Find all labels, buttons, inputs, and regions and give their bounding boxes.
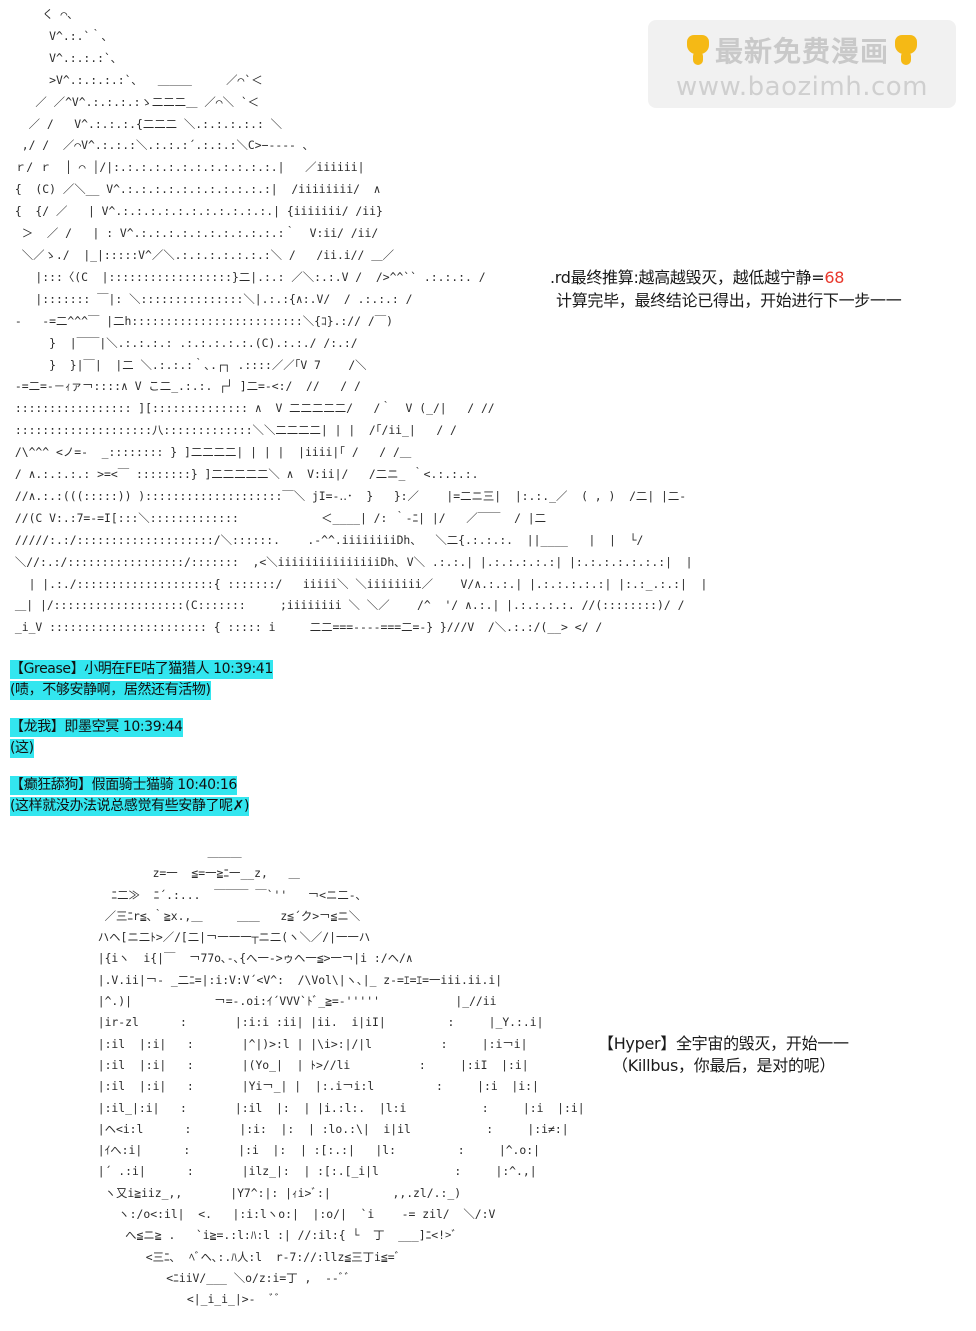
watermark: 最新免费漫画 www.baozimh.com: [648, 20, 956, 108]
watermark-title-row: 最新免费漫画: [648, 30, 956, 70]
narration-line-2: 计算完毕，最终结论已得出，开始进行下一步一一: [556, 291, 902, 310]
chat-body: (这样就没办法说总感觉有些安静了呢✗): [10, 797, 250, 816]
hyper-line-1: 【Hyper】全宇宙的毁灭，开始一一: [598, 1034, 849, 1053]
chat-message: 【龙我】即墨空冥 10:39:44 (这): [10, 716, 183, 758]
hyper-line-2: （Killbus，你最后，是对的呢）: [612, 1056, 836, 1075]
watermark-site: www.baozimh.com: [676, 72, 928, 102]
chat-header: 【龙我】即墨空冥 10:39:44: [10, 718, 183, 737]
robot-ascii-art: く ⌒､ V^.:.`｀､ V^.:.:.:`､ >V^.:.:.:.:`､ ＿…: [14, 7, 708, 635]
watermark-title: 最新免费漫画: [714, 35, 889, 68]
narration-line-1: .rd最终推算:越高越毁灭，越低越宁静=68: [550, 264, 844, 288]
narration-line-1-text: .rd最终推算:越高越毁灭，越低越宁静=: [550, 268, 825, 287]
chat-body: (这): [10, 739, 34, 758]
chat-header: 【癫狂舔狗】假面骑士猫骑 10:40:16: [10, 776, 237, 795]
chat-body: (啧，不够安静啊，居然还有活物): [10, 681, 211, 700]
chat-message: 【Grease】小明在FE咕了猫猎人 10:39:41 (啧，不够安静啊，居然还…: [10, 658, 273, 700]
chat-message: 【癫狂舔狗】假面骑士猫骑 10:40:16 (这样就没办法说总感觉有些安静了呢✗…: [10, 774, 249, 816]
can-ascii-art: ＿＿＿ z=一 ≦=一≧ﾆ一__z, ＿ ﾆ二≫ ﾆ´.:... ￣￣￣ ￣`'…: [97, 845, 585, 1307]
chat-header: 【Grease】小明在FE咕了猫猎人 10:39:41: [10, 660, 273, 679]
pointing-hand-icon: [685, 35, 711, 65]
pointing-hand-icon: [893, 35, 919, 65]
narration-value: 68: [824, 268, 845, 287]
